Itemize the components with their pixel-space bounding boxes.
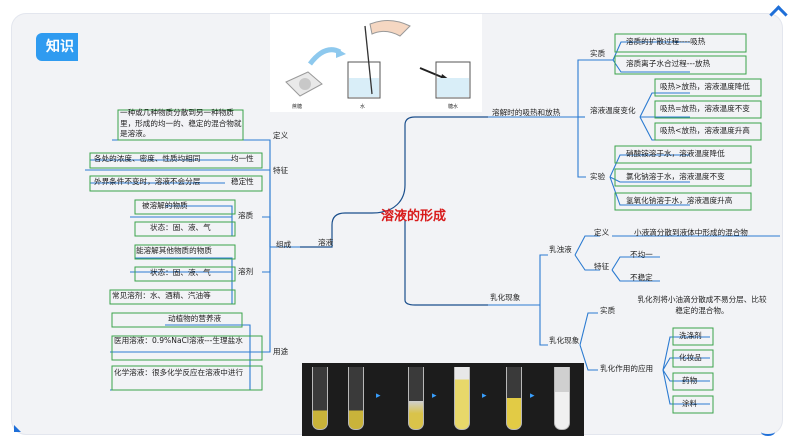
feature-label: 均一性 bbox=[231, 154, 254, 163]
definition-text: 一种或几种物质分散到另一种物质里，形成的均一的、稳定的混合物就是溶液。 bbox=[120, 108, 242, 138]
essence-item: 溶质离子水合过程---放热 bbox=[626, 59, 711, 68]
knowledge-tab[interactable]: 知识 bbox=[36, 33, 78, 61]
use-text: 动植物的营养液 bbox=[168, 314, 222, 323]
temp-item: 吸热<放热，溶液温度升高 bbox=[660, 126, 750, 135]
corner-decoration bbox=[761, 428, 775, 436]
use-text: 医用溶液：0.9%NaCl溶液---生理盐水 bbox=[114, 336, 243, 345]
emulsify-essence-text: 乳化剂将小油滴分散成不易分层、比较稳定的混合物。 bbox=[637, 295, 767, 315]
test-tube bbox=[454, 367, 470, 430]
illustration-label: 水 bbox=[360, 103, 365, 110]
test-tube bbox=[348, 367, 364, 430]
use-text: 化学溶液：很多化学反应在溶液中进行 bbox=[114, 368, 244, 377]
solute-text: 状态：固、液、气 bbox=[150, 223, 211, 232]
experiment-item: 氢氧化钠溶于水，溶液温度升高 bbox=[626, 196, 733, 205]
branch-solution: 溶液 bbox=[318, 238, 334, 247]
center-title: 溶液的形成 bbox=[381, 209, 447, 224]
turbid-definition-text: 小液滴分散到液体中形成的混合物 bbox=[634, 228, 748, 237]
arrow-icon: ▸ bbox=[432, 391, 437, 401]
turbid-feature: 不均一 bbox=[630, 250, 653, 259]
label-features: 特征 bbox=[273, 166, 289, 175]
solvent-text: 状态：固、液、气 bbox=[150, 268, 211, 277]
turbid-feature: 不稳定 bbox=[630, 273, 653, 282]
corner-decoration bbox=[14, 425, 21, 432]
illustration-label: 蔗糖 bbox=[292, 103, 302, 110]
test-tube bbox=[554, 367, 570, 430]
label-uses: 用途 bbox=[273, 347, 289, 356]
label-temp-change: 溶液温度变化 bbox=[590, 106, 636, 115]
application-item: 药物 bbox=[682, 376, 698, 385]
solute-text: 被溶解的物质 bbox=[142, 201, 188, 210]
feature-text: 外界条件不变时，溶液不会分层 bbox=[94, 177, 201, 186]
emulsion-photo-strip: ▸ ▸ ▸ ▸ bbox=[302, 363, 584, 436]
branch-heat: 溶解时的吸热和放热 bbox=[492, 108, 561, 117]
test-tube bbox=[408, 367, 424, 430]
temp-item: 吸热>放热，溶液温度降低 bbox=[660, 82, 750, 91]
essence-item: 溶质的扩散过程----吸热 bbox=[626, 37, 706, 46]
experiment-item: 氯化钠溶于水，溶液温度不变 bbox=[626, 172, 725, 181]
feature-label: 稳定性 bbox=[231, 177, 254, 186]
label-definition: 定义 bbox=[594, 228, 610, 237]
label-solvent: 溶剂 bbox=[238, 267, 254, 276]
label-essence: 实质 bbox=[590, 49, 606, 58]
label-experiment: 实验 bbox=[590, 172, 606, 181]
test-tube bbox=[506, 367, 522, 430]
illustration-label: 糖水 bbox=[448, 103, 458, 110]
arrow-icon: ▸ bbox=[376, 391, 381, 401]
solvent-text: 能溶解其他物质的物质 bbox=[136, 246, 212, 255]
application-item: 涂料 bbox=[682, 399, 698, 408]
solvent-text: 常见溶剂：水、酒精、汽油等 bbox=[112, 291, 211, 300]
beaker-drawing: 蔗糖 水 糖水 bbox=[285, 20, 471, 110]
label-definition: 定义 bbox=[273, 131, 289, 140]
label-essence: 实质 bbox=[600, 306, 616, 315]
application-item: 洗涤剂 bbox=[679, 331, 702, 340]
temp-item: 吸热=放热，溶液温度不变 bbox=[660, 104, 750, 113]
feature-text: 各处的浓度、密度、性质均相同 bbox=[94, 154, 201, 163]
arrow-icon: ▸ bbox=[482, 391, 487, 401]
application-item: 化妆品 bbox=[679, 353, 702, 362]
arrow-icon: ▸ bbox=[530, 391, 535, 401]
experiment-item: 硝酸铵溶于水，溶液温度降低 bbox=[626, 149, 725, 158]
label-solute: 溶质 bbox=[238, 211, 254, 220]
test-tube bbox=[312, 367, 328, 430]
label-features: 特征 bbox=[594, 262, 610, 271]
branch-emulsion: 乳化现象 bbox=[490, 293, 521, 302]
dissolving-illustration: 蔗糖 水 糖水 bbox=[270, 14, 482, 112]
label-turbid: 乳浊液 bbox=[549, 245, 572, 254]
label-emulsify: 乳化现象 bbox=[549, 336, 580, 345]
label-composition: 组成 bbox=[276, 240, 292, 249]
label-application: 乳化作用的应用 bbox=[600, 364, 654, 373]
